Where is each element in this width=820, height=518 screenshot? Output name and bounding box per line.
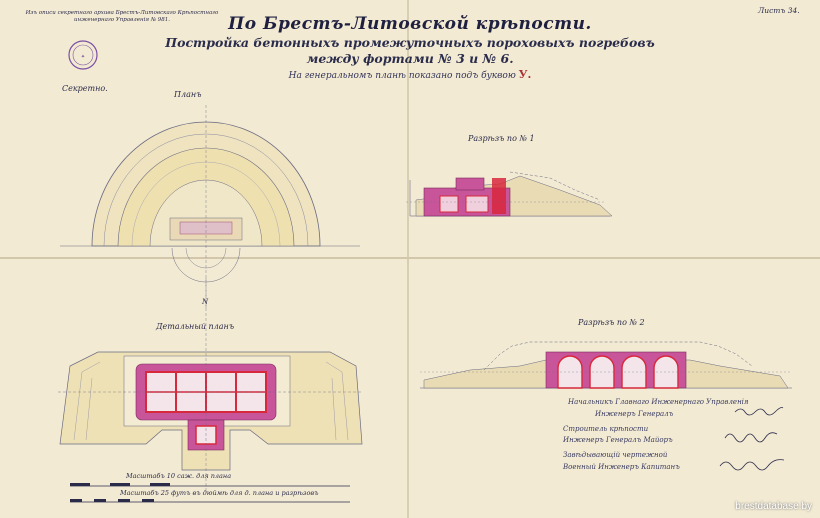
archive-stamp-text: Изъ описи секретнаго архива Брестъ-Литов… — [25, 10, 219, 23]
signature-line-2: Инженеръ Генералъ — [595, 410, 674, 418]
signature-line-4: Инженеръ Генералъ Майоръ — [563, 436, 673, 444]
svg-text:✦: ✦ — [81, 54, 85, 60]
scale-label-detail: Масштабъ 25 футъ въ дюймѣ для д. плана и… — [120, 489, 319, 497]
archive-stamp-icon: ✦ — [68, 40, 98, 70]
page-title: По Брестъ-Литовской крѣпости. — [228, 14, 592, 34]
subtitle-line-3-text: На генеральномъ планѣ показано подъ букв… — [288, 71, 516, 81]
section-1-drawing — [406, 171, 613, 217]
label-plan: Планъ — [174, 90, 202, 99]
signature-line-6: Военный Инженеръ Капитанъ — [563, 463, 680, 471]
subtitle-line-3: На генеральномъ планѣ показано подъ букв… — [0, 68, 820, 81]
north-mark: N — [202, 298, 209, 306]
general-plan-drawing — [60, 105, 360, 310]
section-2-drawing — [420, 341, 792, 389]
scale-bars — [70, 483, 350, 503]
watermark: brestdatabase.by — [735, 501, 812, 512]
label-detail-plan: Детальный планъ — [156, 322, 235, 331]
subtitle-line-2: между фортами № 3 и № 6. — [306, 51, 514, 66]
secrecy-mark: Секретно. — [62, 84, 108, 93]
scale-label-plan: Масштабъ 10 саж. для плана — [126, 472, 232, 480]
subtitle-line-1: Постройка бетонныхъ промежуточныхъ порох… — [165, 35, 655, 50]
signature-line-1: Начальникъ Главнаго Инженернаго Управлен… — [568, 398, 749, 406]
signature-line-3: Строитель крѣпости — [563, 425, 649, 433]
signature-scribbles — [719, 407, 785, 471]
sheet-number: Листъ 34. — [758, 6, 800, 15]
label-section-1: Разрѣзъ по № 1 — [468, 134, 535, 143]
signature-line-5: Завѣдывающій чертежной — [563, 451, 668, 459]
detail-plan-drawing — [58, 278, 363, 490]
label-section-2: Разрѣзъ по № 2 — [578, 318, 645, 327]
marker-letter: У. — [518, 68, 532, 81]
